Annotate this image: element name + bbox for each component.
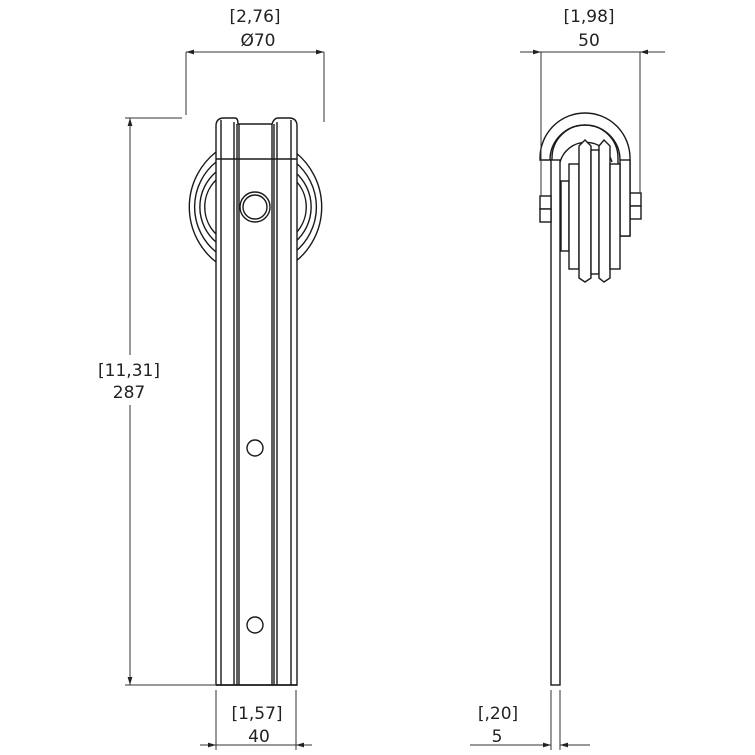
overall-width-mm: 50: [578, 31, 600, 51]
axle-bolt-left: [539, 195, 552, 210]
mounting-hole-upper: [246, 439, 264, 457]
wheel-diameter-mm: Ø70: [240, 31, 275, 51]
height-inch: [11,31]: [98, 361, 160, 381]
front-view: [188, 117, 323, 686]
side-dimensions: [470, 49, 665, 750]
strap-width-mm: 40: [248, 727, 270, 747]
wheel-diameter-inch: [2,76]: [229, 7, 280, 27]
strap-thickness-inch: [,20]: [478, 704, 518, 724]
wheel: [188, 151, 323, 263]
axle-nut-icon: [239, 191, 271, 223]
front-dimensions: [125, 49, 325, 750]
strap-width-inch: [1,57]: [231, 704, 282, 724]
front-dimension-labels: [2,76] Ø70 [11,31] 287 [1,57] 40: [98, 7, 283, 747]
overall-width-inch: [1,98]: [563, 7, 614, 27]
side-dimension-labels: [1,98] 50 [,20] 5: [478, 7, 615, 747]
mounting-hole-lower: [246, 616, 264, 634]
axle-bolt-right: [629, 192, 642, 207]
grooved-wheel: [560, 138, 621, 283]
height-mm: 287: [113, 383, 145, 403]
strap-side: [550, 159, 561, 686]
strap-thickness-mm: 5: [492, 727, 503, 747]
strap-front: [215, 117, 298, 686]
side-view: [539, 112, 642, 686]
